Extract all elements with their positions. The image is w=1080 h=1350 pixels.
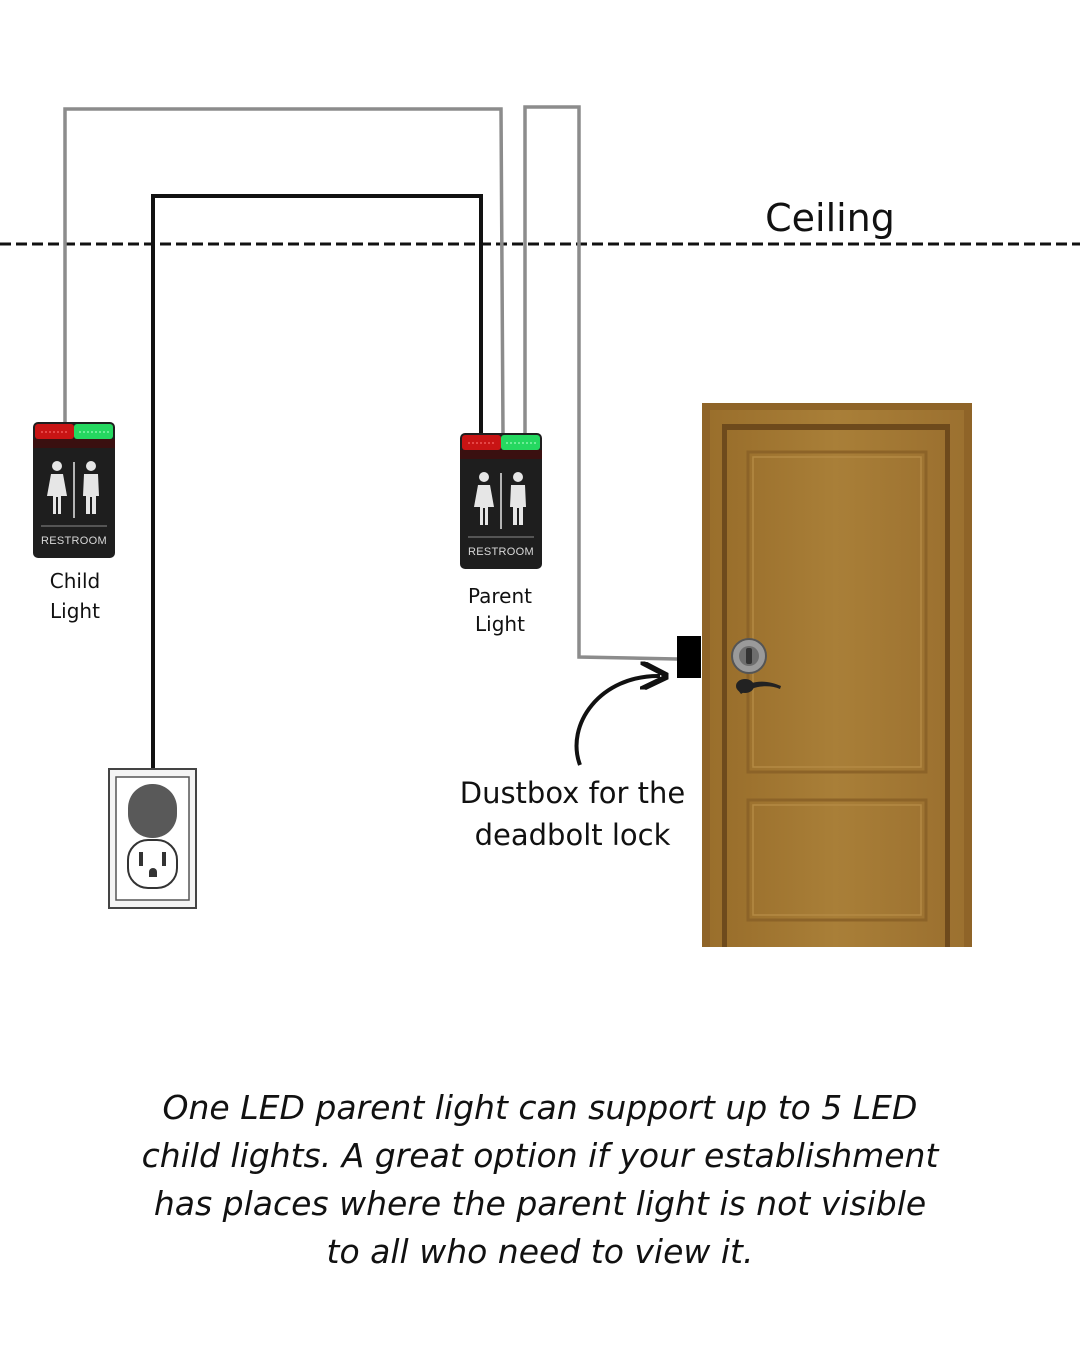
door-icon xyxy=(702,403,972,947)
child-light-label: Child Light xyxy=(20,566,130,626)
dustbox-icon xyxy=(677,636,701,678)
child-light-sign: RESTROOM xyxy=(33,422,115,558)
caption-line-2: child lights. A great option if your est… xyxy=(141,1136,939,1175)
caption-line-3: has places where the parent light is not… xyxy=(153,1184,927,1223)
caption-line-1: One LED parent light can support up to 5… xyxy=(162,1088,918,1127)
caption: One LED parent light can support up to 5… xyxy=(90,1084,990,1276)
ceiling-label: Ceiling xyxy=(765,196,895,240)
dustbox-label: Dustbox for the deadbolt lock xyxy=(440,772,705,856)
caption-line-4: to all who need to view it. xyxy=(326,1232,754,1271)
power-wire xyxy=(151,194,483,790)
parent-light-label: Parent Light xyxy=(440,582,560,638)
child-light-label-line-2: Light xyxy=(50,599,100,623)
parent-light-label-line-2: Light xyxy=(475,612,525,636)
parent-light-sign: RESTROOM xyxy=(460,433,542,569)
parent-sign-text: RESTROOM xyxy=(468,546,534,558)
restroom-sign-icon xyxy=(474,472,526,529)
parent-light-label-line-1: Parent xyxy=(467,584,533,608)
wire-parent-to-dustbox xyxy=(523,105,678,661)
dustbox-label-line-1: Dustbox for the xyxy=(459,776,686,810)
child-light-label-line-1: Child xyxy=(49,569,101,593)
dustbox-label-line-2: deadbolt lock xyxy=(474,818,671,852)
electrical-outlet-icon xyxy=(108,768,197,909)
curved-arrow-icon xyxy=(574,676,660,766)
restroom-sign-icon xyxy=(47,461,99,518)
wire-child-to-parent xyxy=(63,107,505,435)
child-sign-text: RESTROOM xyxy=(41,535,107,547)
